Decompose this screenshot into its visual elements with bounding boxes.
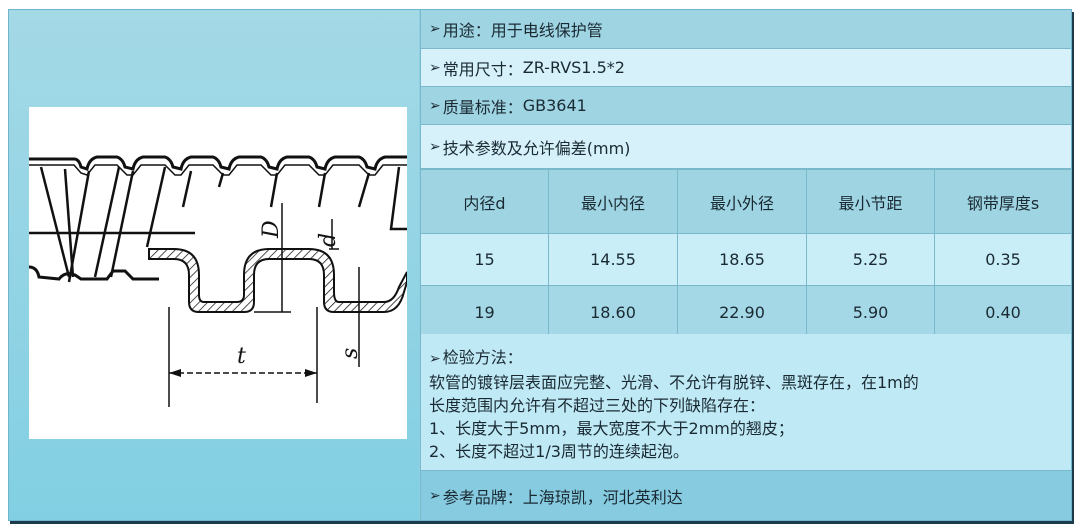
usage-value: 用于电线保护管 [490, 21, 603, 40]
bullet-arrow-icon: ➢ [429, 138, 441, 155]
inspection-title: ➢检验方法： [429, 348, 523, 367]
spec-table: 内径d 最小内径 最小外径 最小节距 钢带厚度s 15 14.55 18.65 … [420, 169, 1072, 340]
inspection-line: 2、长度不超过1/3周节的连续起泡。 [429, 442, 689, 461]
bullet-arrow-icon: ➢ [429, 97, 441, 114]
svg-text:d: d [316, 233, 341, 247]
table-cell: 22.90 [677, 285, 807, 340]
header-cell: 最小外径 [677, 169, 807, 234]
hose-cross-section-drawing: D d t s [28, 107, 408, 439]
header-cell: 内径d [420, 169, 549, 234]
spec-panel: ➢ 用途： 用于电线保护管 ➢ 常用尺寸： ZR-RVS1.5*2 ➢ 质量标准… [420, 10, 1072, 520]
table-cell: 5.25 [806, 233, 935, 286]
inspection-line: 软管的镀锌层表面应完整、光滑、不允许有脱锌、黑斑存在，在1m的 [429, 373, 919, 392]
common-size-value: ZR-RVS1.5*2 [522, 58, 625, 77]
bullet-arrow-icon: ➢ [429, 351, 441, 367]
header-cell: 最小节距 [806, 169, 935, 234]
inspection-line: 1、长度大于5mm，最大宽度不大于2mm的翘皮； [429, 419, 794, 438]
header-cell: 最小内径 [548, 169, 678, 234]
spec-card: D d t s ➢ 用途： 用于电线保护管 ➢ 常用尺寸： ZR-RVS1.5*… [8, 9, 1072, 521]
usage-label: 用途： [442, 21, 491, 40]
quality-standard-row: ➢ 质量标准： GB3641 [420, 87, 1071, 125]
table-cell: 19 [420, 285, 549, 340]
usage-row: ➢ 用途： 用于电线保护管 [420, 10, 1071, 49]
table-cell: 15 [420, 233, 549, 286]
inspection-section: ➢检验方法： 软管的镀锌层表面应完整、光滑、不允许有脱锌、黑斑存在，在1m的 长… [420, 334, 1071, 471]
header-cell: 钢带厚度s [934, 169, 1072, 234]
bullet-arrow-icon: ➢ [429, 487, 441, 504]
quality-standard-label: 质量标准： [442, 97, 523, 117]
brands-label: 参考品牌： [442, 487, 523, 507]
table-cell: 0.40 [934, 285, 1072, 340]
inspection-line: 长度范围内允许有不超过三处的下列缺陷存在： [429, 396, 766, 415]
quality-standard-value: GB3641 [522, 96, 587, 115]
tech-params-row: ➢ 技术参数及允许偏差(mm) [420, 125, 1071, 169]
table-cell: 18.60 [548, 285, 678, 340]
bullet-arrow-icon: ➢ [429, 21, 441, 37]
table-header-row: 内径d 最小内径 最小外径 最小节距 钢带厚度s [420, 169, 1072, 234]
table-cell: 18.65 [677, 233, 807, 286]
table-row: 15 14.55 18.65 5.25 0.35 [420, 233, 1072, 286]
bullet-arrow-icon: ➢ [429, 59, 441, 76]
common-size-label: 常用尺寸： [442, 59, 523, 79]
table-cell: 5.90 [806, 285, 935, 340]
hose-diagram-icon: D d t s [28, 155, 408, 407]
svg-text:s: s [338, 348, 363, 359]
svg-text:D: D [259, 220, 284, 239]
tech-params-label: 技术参数及允许偏差(mm) [442, 138, 631, 158]
brands-value: 上海琼凯，河北英利达 [522, 487, 683, 507]
table-row: 19 18.60 22.90 5.90 0.40 [420, 285, 1072, 340]
common-size-row: ➢ 常用尺寸： ZR-RVS1.5*2 [420, 49, 1071, 87]
drawing-panel: D d t s [9, 10, 419, 520]
table-cell: 0.35 [934, 233, 1072, 286]
svg-text:t: t [237, 344, 246, 369]
brands-row: ➢ 参考品牌： 上海琼凯，河北英利达 [420, 471, 1071, 520]
table-cell: 14.55 [548, 233, 678, 286]
